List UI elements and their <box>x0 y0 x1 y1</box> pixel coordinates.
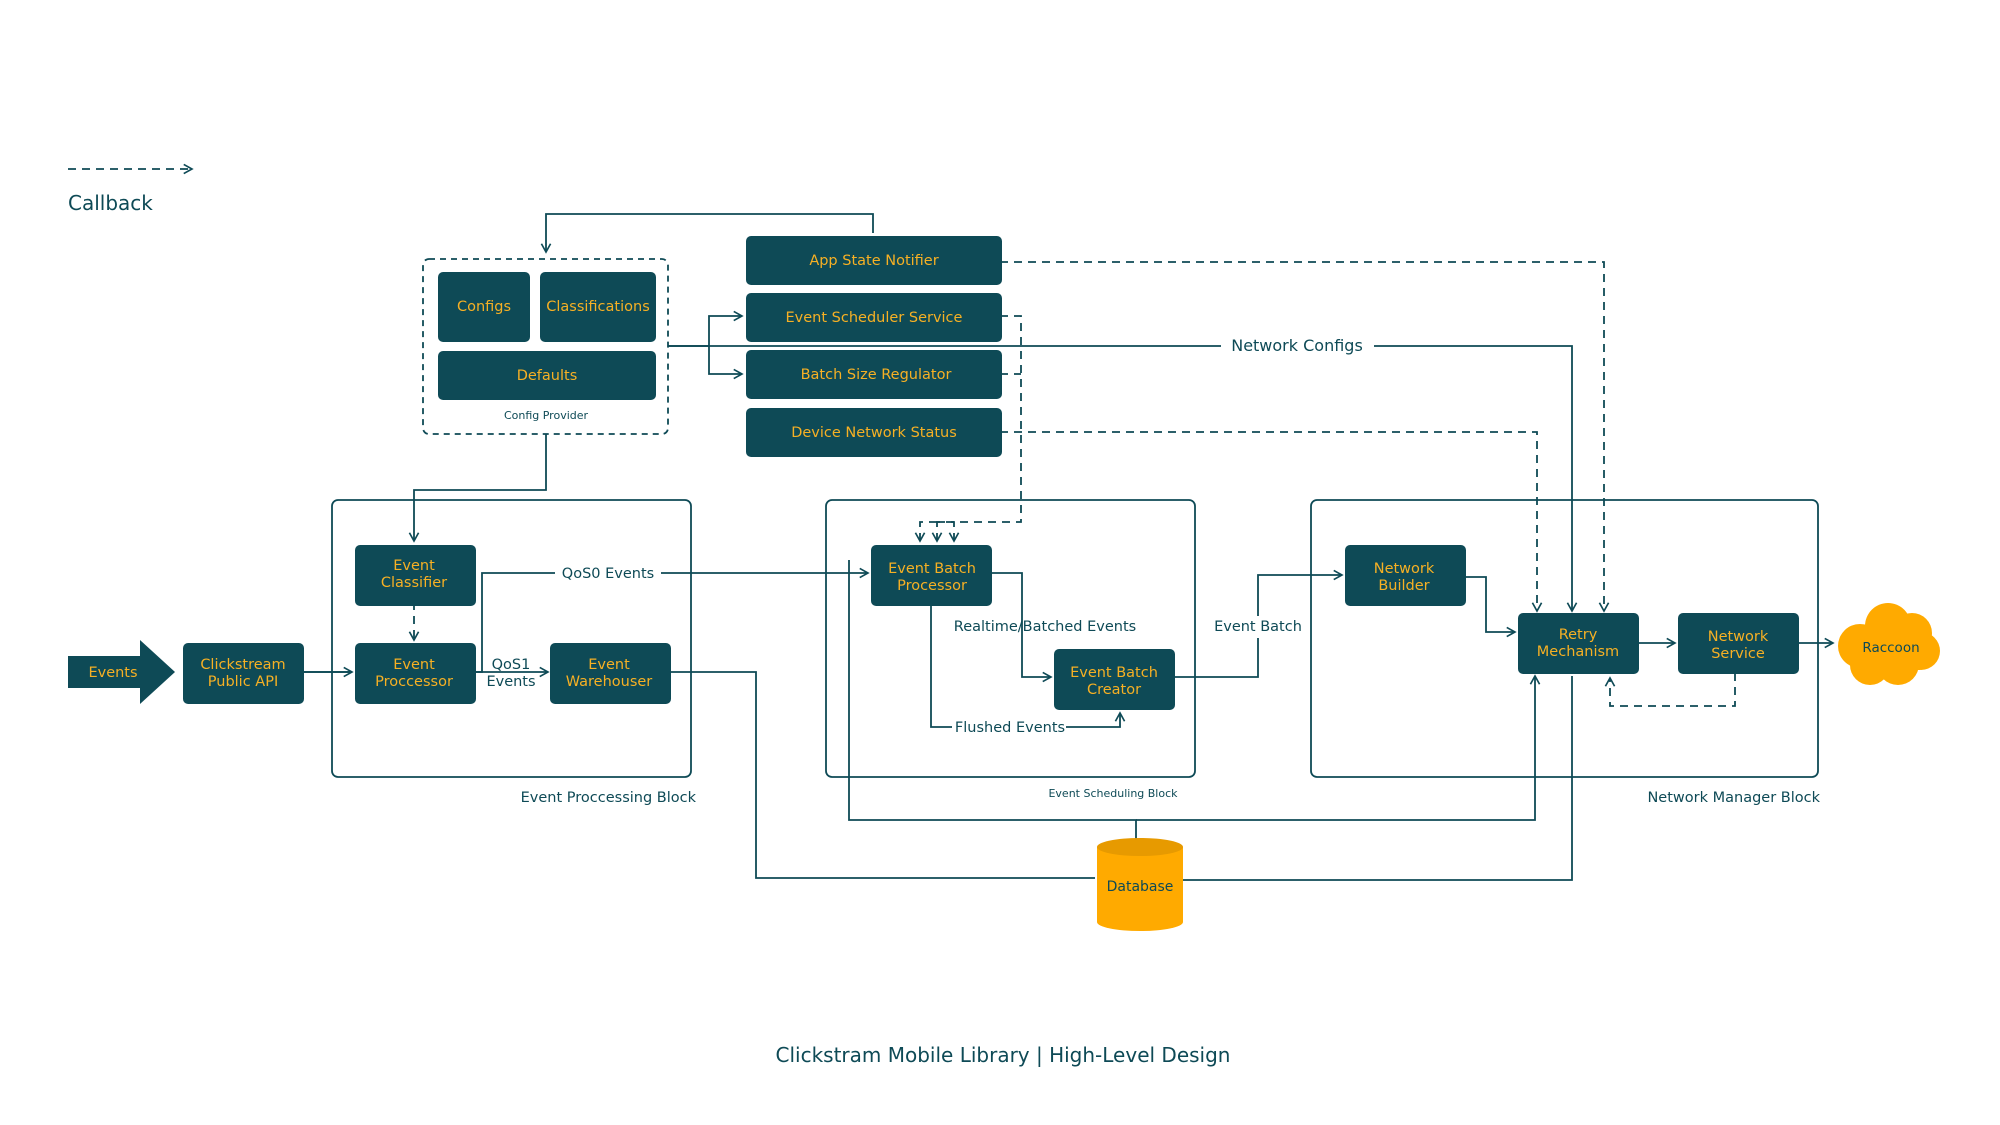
raccoon-cloud-icon: Raccoon <box>1838 603 1940 685</box>
event-scheduling-frame <box>825 499 1196 778</box>
network-configs-label: Network Configs <box>1231 336 1363 355</box>
qos1-label: QoS1 <box>492 657 531 673</box>
network-service-node: Network Service <box>1678 613 1799 674</box>
footer-title: Clickstram Mobile Library | High-Level D… <box>776 1043 1231 1067</box>
svg-text:Defaults: Defaults <box>517 368 578 384</box>
device-network-status-node: Device Network Status <box>746 408 1002 457</box>
svg-text:Retry: Retry <box>1559 627 1598 643</box>
event-warehouser-node: Event Warehouser <box>550 643 671 704</box>
retry-mechanism-node: Retry Mechanism <box>1518 613 1639 674</box>
app-state-notifier-node: App State Notifier <box>746 236 1002 285</box>
svg-text:Events: Events <box>88 665 137 681</box>
events-node: Events <box>68 640 175 704</box>
network-manager-frame <box>1310 499 1819 778</box>
svg-text:Network: Network <box>1708 629 1769 645</box>
callback-legend-label: Callback <box>68 191 153 215</box>
svg-text:Processor: Processor <box>897 578 967 594</box>
svg-text:Warehouser: Warehouser <box>566 674 653 690</box>
svg-text:Proccessor: Proccessor <box>375 674 453 690</box>
svg-text:Device Network Status: Device Network Status <box>791 425 957 441</box>
event-processing-frame <box>331 499 692 778</box>
solid-connectors <box>303 213 1835 881</box>
svg-text:Builder: Builder <box>1378 578 1429 594</box>
network-manager-label: Network Manager Block <box>1647 790 1820 806</box>
svg-text:App State Notifier: App State Notifier <box>809 253 938 269</box>
realtime-batched-label: Realtime/Batched Events <box>954 619 1136 635</box>
svg-text:Public API: Public API <box>208 674 278 690</box>
svg-text:Batch Size Regulator: Batch Size Regulator <box>801 367 952 383</box>
network-builder-node: Network Builder <box>1345 545 1466 606</box>
legend: Callback <box>68 163 194 215</box>
qos1-events-label: Events <box>486 674 535 690</box>
svg-text:Event: Event <box>393 657 435 673</box>
svg-text:Event Scheduler Service: Event Scheduler Service <box>786 310 963 326</box>
classifications-node: Classifications <box>540 272 656 342</box>
event-batch-processor-node: Event Batch Processor <box>871 545 992 606</box>
svg-text:Clickstream: Clickstream <box>200 657 285 673</box>
svg-text:Classifications: Classifications <box>546 299 650 315</box>
svg-text:Mechanism: Mechanism <box>1537 644 1619 660</box>
svg-text:Creator: Creator <box>1087 682 1141 698</box>
svg-text:Event Batch: Event Batch <box>1070 665 1158 681</box>
event-scheduler-service-node: Event Scheduler Service <box>746 293 1002 342</box>
event-scheduling-label: Event Scheduling Block <box>1048 787 1178 800</box>
svg-text:Database: Database <box>1107 879 1174 895</box>
event-classifier-node: Event Classifier <box>355 545 476 606</box>
svg-text:Event: Event <box>393 558 435 574</box>
svg-text:Service: Service <box>1711 646 1765 662</box>
callback-connectors <box>408 261 1736 707</box>
event-processor-node: Event Proccessor <box>355 643 476 704</box>
event-processing-label: Event Proccessing Block <box>521 790 697 806</box>
svg-text:Classifier: Classifier <box>381 575 447 591</box>
svg-text:Network: Network <box>1374 561 1435 577</box>
flushed-events-label: Flushed Events <box>955 720 1065 736</box>
clickstream-api-node: Clickstream Public API <box>183 643 304 704</box>
qos0-events-label: QoS0 Events <box>562 566 654 582</box>
svg-text:Configs: Configs <box>457 299 511 315</box>
config-provider-label: Config Provider <box>504 409 589 422</box>
event-batch-creator-node: Event Batch Creator <box>1054 649 1175 710</box>
svg-text:Event: Event <box>588 657 630 673</box>
event-batch-label: Event Batch <box>1214 619 1302 635</box>
batch-size-regulator-node: Batch Size Regulator <box>746 350 1002 399</box>
database-icon: Database <box>1097 838 1183 931</box>
svg-text:Event Batch: Event Batch <box>888 561 976 577</box>
svg-text:Raccoon: Raccoon <box>1862 640 1919 656</box>
defaults-node: Defaults <box>438 351 656 400</box>
configs-node: Configs <box>438 272 530 342</box>
